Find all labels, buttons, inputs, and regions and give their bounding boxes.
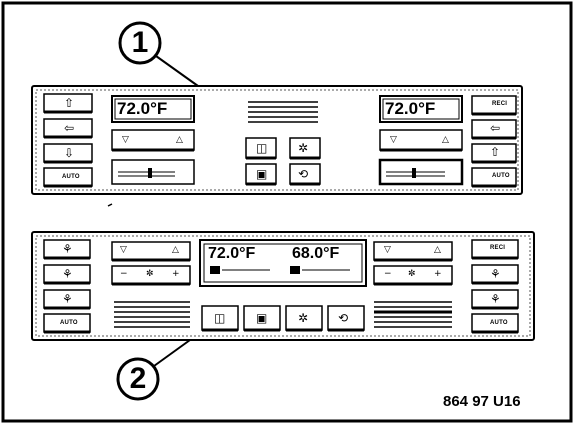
panel2-left-auto-label[interactable]: AUTO: [60, 320, 78, 326]
panel1-center-buttons: [245, 137, 321, 186]
air-flow-icon[interactable]: ⇦: [490, 121, 501, 135]
recirc-icon[interactable]: ⟲: [338, 311, 349, 325]
temp-up-icon[interactable]: △: [176, 135, 183, 145]
defrost-icon[interactable]: ⇧: [64, 96, 75, 110]
temp-down-icon[interactable]: ▽: [122, 135, 129, 145]
panel1-center-grille: [248, 101, 318, 123]
panel2-right-reci-label[interactable]: RECI: [490, 245, 506, 251]
outer-frame: [1, 1, 573, 423]
fan-up-icon[interactable]: +: [434, 269, 442, 279]
ac-icon[interactable]: ✲: [298, 141, 309, 155]
panel1-right-temp-readout: 72.0°F: [385, 99, 436, 118]
callout-2-leader: [153, 339, 191, 367]
fan-icon: ✼: [146, 269, 154, 279]
panel2-left-temp-readout: 72.0°F: [208, 245, 256, 262]
fan-up-icon[interactable]: +: [172, 269, 180, 279]
fan-icon: ✼: [408, 269, 416, 279]
seat-heat-icon[interactable]: ⚘: [62, 242, 73, 256]
rear-defrost-icon[interactable]: ▣: [256, 311, 268, 325]
max-heat-icon[interactable]: ◫: [256, 141, 268, 155]
callout-2-circle: [116, 357, 160, 401]
panel2-right-buttons: [471, 239, 519, 334]
seat-heat-icon[interactable]: ⚘: [490, 292, 501, 306]
temp-down-icon[interactable]: ▽: [384, 245, 391, 255]
rear-defrost-icon[interactable]: ▣: [256, 167, 268, 181]
ac-icon[interactable]: ✲: [298, 311, 309, 325]
callout-2-label: 2: [129, 362, 147, 395]
panel1-left-buttons: [43, 93, 93, 188]
panel2-right-temp-readout: 68.0°F: [292, 245, 340, 262]
panel1-right-buttons: [471, 95, 517, 188]
temp-up-icon[interactable]: △: [172, 245, 179, 255]
panel1-left-temp-readout: 72.0°F: [117, 99, 168, 118]
panel1-right-temp-display: [379, 95, 463, 123]
panel1-left-auto-label[interactable]: AUTO: [62, 174, 80, 180]
fan-down-icon[interactable]: −: [384, 269, 392, 279]
panel2-right-grille: [374, 301, 452, 328]
temp-down-icon[interactable]: ▽: [120, 245, 127, 255]
footwell-icon[interactable]: ⇩: [64, 146, 75, 160]
callout-1-leader: [155, 55, 199, 87]
callout-1-circle: [118, 21, 162, 65]
air-flow-icon[interactable]: ⇦: [64, 121, 75, 135]
fan-down-icon[interactable]: −: [120, 269, 128, 279]
temp-up-icon[interactable]: △: [442, 135, 449, 145]
callout-1-label: 1: [131, 26, 149, 59]
temp-up-icon[interactable]: △: [434, 245, 441, 255]
reference-code: 864 97 U16: [443, 393, 521, 410]
panel-2: [31, 231, 535, 341]
panel2-central-display: [199, 239, 367, 287]
panel2-right-auto-label[interactable]: AUTO: [490, 320, 508, 326]
seat-heat-icon[interactable]: ⚘: [62, 292, 73, 306]
seat-heat-icon[interactable]: ⚘: [62, 267, 73, 281]
panel2-left-grille: [114, 301, 190, 328]
panel1-right-reci-label[interactable]: RECI: [492, 101, 508, 107]
recirc-icon[interactable]: ⟲: [298, 167, 309, 181]
panel2-center-buttons: [201, 305, 365, 332]
panel2-left-buttons: [43, 239, 91, 334]
max-heat-icon[interactable]: ◫: [214, 311, 226, 325]
panel1-right-auto-label[interactable]: AUTO: [492, 173, 510, 179]
defrost-icon[interactable]: ⇧: [490, 145, 501, 159]
seat-heat-icon[interactable]: ⚘: [490, 267, 501, 281]
panel1-left-temp-display: [111, 95, 195, 123]
panel-1: [31, 85, 523, 195]
temp-down-icon[interactable]: ▽: [390, 135, 397, 145]
